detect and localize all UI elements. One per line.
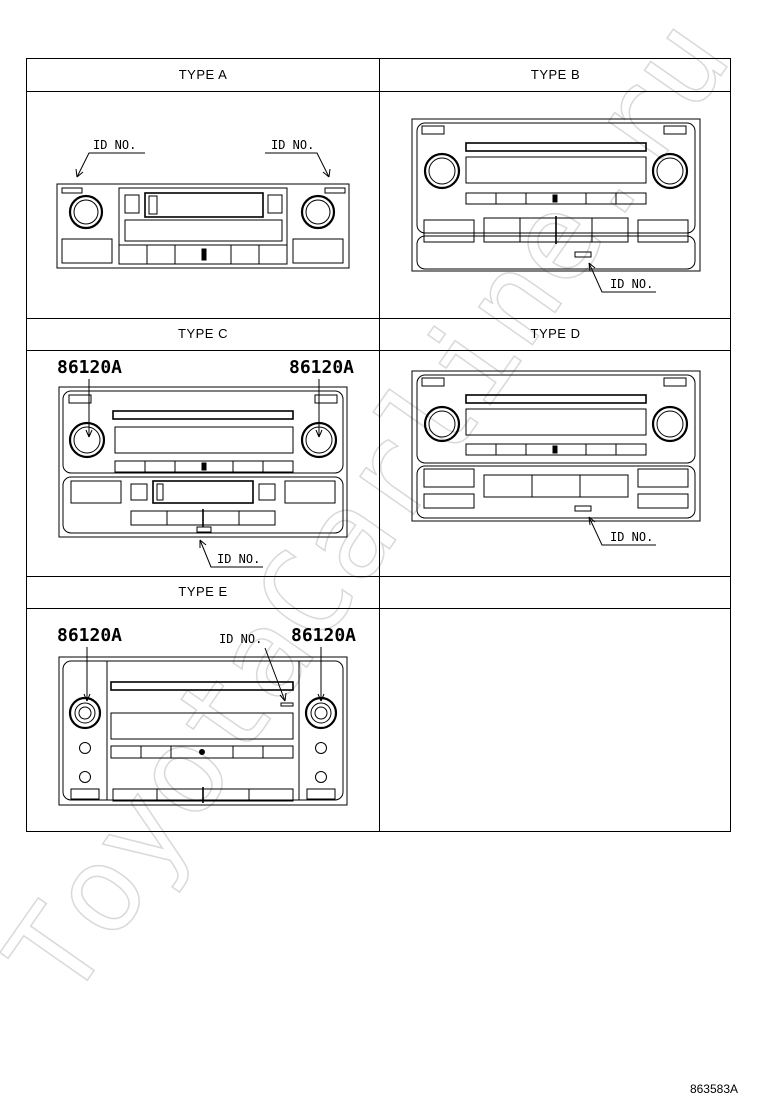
type-b-header: TYPE B [530, 67, 581, 82]
figure-id: 863583A [689, 1082, 738, 1096]
type-c-radio-drawing: 86120A 86120A ID NO. [27, 351, 379, 576]
id-no-label: ID NO. [610, 530, 653, 544]
row-divider [27, 608, 730, 609]
id-no-label: ID NO. [271, 138, 314, 152]
type-c-header: TYPE C [178, 326, 228, 341]
row-divider [27, 350, 730, 351]
column-divider [379, 59, 380, 831]
part-number-label: 86120A [57, 625, 122, 646]
row-divider [27, 318, 730, 319]
type-d-radio-drawing: ID NO. [380, 351, 731, 576]
id-no-label: ID NO. [610, 277, 653, 291]
part-number-label: 86120A [57, 357, 122, 378]
row-divider [27, 576, 730, 577]
type-d-header: TYPE D [530, 326, 581, 341]
part-number-label: 86120A [289, 357, 354, 378]
type-a-header: TYPE A [178, 67, 228, 82]
type-e-radio-drawing: 86120A 86120A ID NO. [27, 609, 379, 833]
type-b-radio-drawing: ID NO. [380, 92, 731, 318]
radio-types-table: TYPE A TYPE B TYPE C TYPE D TYPE E ID NO… [26, 58, 731, 832]
type-e-header: TYPE E [178, 584, 228, 599]
id-no-label: ID NO. [93, 138, 136, 152]
type-a-radio-drawing: ID NO. ID NO. [27, 92, 379, 318]
id-no-label: ID NO. [217, 552, 260, 566]
row-divider [27, 91, 730, 92]
part-number-label: 86120A [291, 625, 356, 646]
id-no-label: ID NO. [219, 632, 262, 646]
